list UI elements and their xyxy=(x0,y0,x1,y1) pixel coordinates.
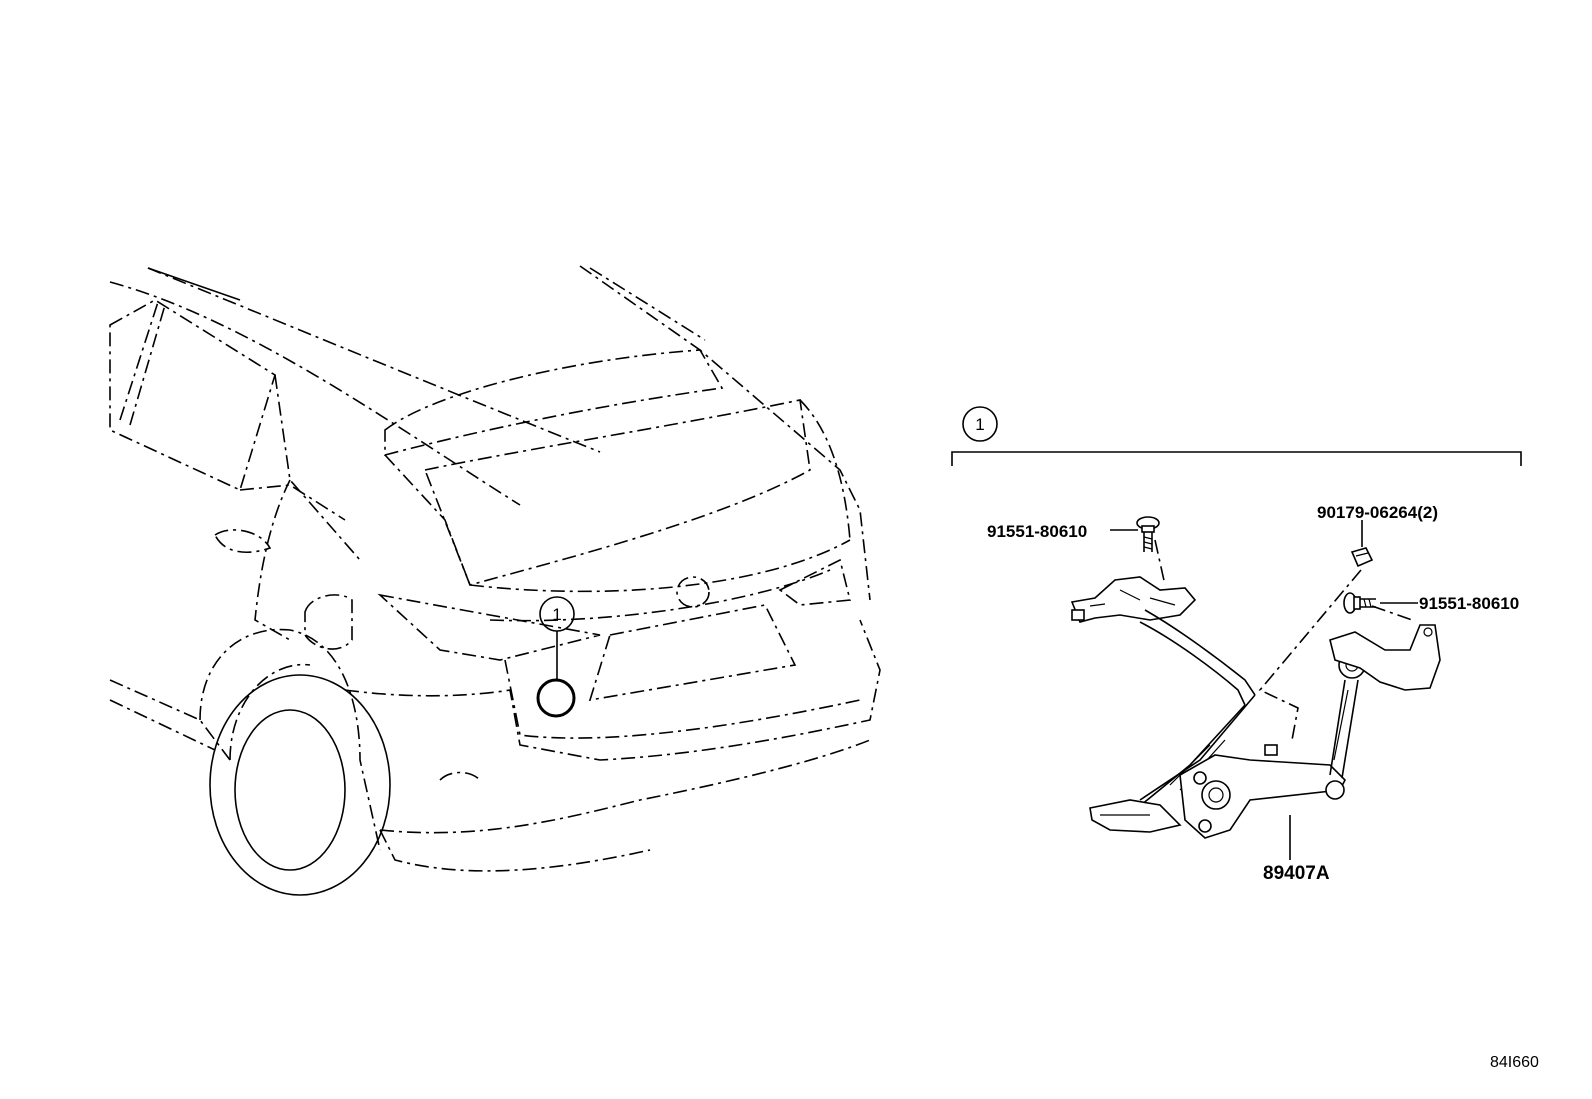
car-callout: 1 xyxy=(536,596,576,718)
assembly-callout-number: 1 xyxy=(975,415,984,434)
clip-icon xyxy=(1350,547,1374,568)
drawing-code: 84I660 xyxy=(1490,1054,1539,1071)
bolt-icon xyxy=(1136,516,1160,552)
car-callout-number: 1 xyxy=(552,605,561,624)
height-sensor-assembly-icon xyxy=(1070,576,1441,839)
bolt-icon-right xyxy=(1343,592,1376,614)
part-number-sensor: 89407A xyxy=(1263,863,1330,884)
car-rear-view-icon xyxy=(109,265,881,896)
part-number-clip: 90179-06264(2) xyxy=(1317,503,1438,522)
part-number-bolt-left: 91551-80610 xyxy=(987,522,1087,541)
part-number-bolt-right: 91551-80610 xyxy=(1419,594,1519,613)
assembly-bracket: 1 xyxy=(951,406,1522,466)
assembly-guides xyxy=(1154,539,1413,741)
